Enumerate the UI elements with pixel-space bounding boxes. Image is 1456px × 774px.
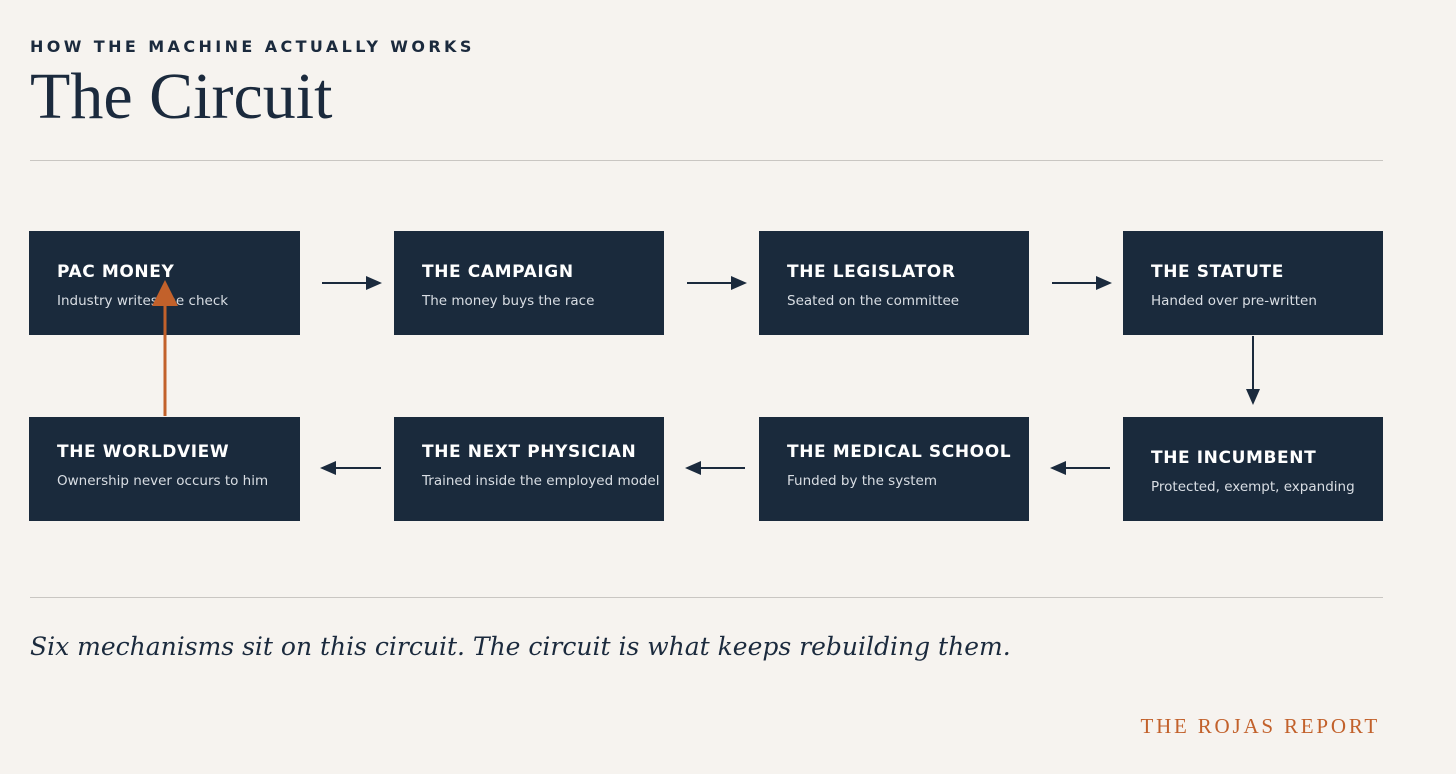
node-legislator: THE LEGISLATOR Seated on the committee [759, 231, 1029, 335]
arrow-right-icon [1052, 276, 1112, 290]
node-subtitle: Seated on the committee [787, 293, 960, 309]
arrow-right-icon [322, 276, 382, 290]
node-title: PAC MONEY [57, 262, 175, 282]
arrow-down-icon [1246, 336, 1260, 405]
node-subtitle: Handed over pre-written [1151, 293, 1317, 309]
node-title: THE CAMPAIGN [422, 262, 574, 282]
node-title: THE INCUMBENT [1151, 448, 1317, 468]
node-subtitle: Ownership never occurs to him [57, 473, 269, 489]
node-subtitle: Funded by the system [787, 473, 937, 489]
arrow-left-icon [685, 461, 745, 475]
node-title: THE WORLDVIEW [57, 442, 230, 462]
node-title: THE STATUTE [1151, 262, 1284, 282]
node-subtitle: Industry writes the check [57, 293, 229, 309]
caption-text: Six mechanisms sit on this circuit. The … [30, 632, 1011, 661]
arrow-right-icon [687, 276, 747, 290]
page-title: The Circuit [30, 60, 333, 133]
node-worldview: THE WORLDVIEW Ownership never occurs to … [29, 417, 300, 521]
node-campaign: THE CAMPAIGN The money buys the race [394, 231, 664, 335]
arrow-left-icon [1050, 461, 1110, 475]
node-title: THE NEXT PHYSICIAN [422, 442, 637, 462]
node-next-physician: THE NEXT PHYSICIAN Trained inside the em… [394, 417, 664, 521]
return-arrow-icon [152, 280, 178, 416]
node-medical-school: THE MEDICAL SCHOOL Funded by the system [759, 417, 1029, 521]
node-statute: THE STATUTE Handed over pre-written [1123, 231, 1383, 335]
node-subtitle: Protected, exempt, expanding [1151, 479, 1355, 495]
node-title: THE MEDICAL SCHOOL [787, 442, 1012, 462]
node-title: THE LEGISLATOR [787, 262, 956, 282]
node-subtitle: Trained inside the employed model [422, 473, 660, 489]
arrow-left-icon [320, 461, 381, 475]
node-incumbent: THE INCUMBENT Protected, exempt, expandi… [1123, 417, 1383, 521]
node-subtitle: The money buys the race [422, 293, 595, 309]
brand-wordmark: THE ROJAS REPORT [1140, 714, 1380, 738]
eyebrow-label: HOW THE MACHINE ACTUALLY WORKS [30, 37, 475, 56]
top-divider [30, 160, 1383, 161]
bottom-divider [30, 597, 1383, 598]
